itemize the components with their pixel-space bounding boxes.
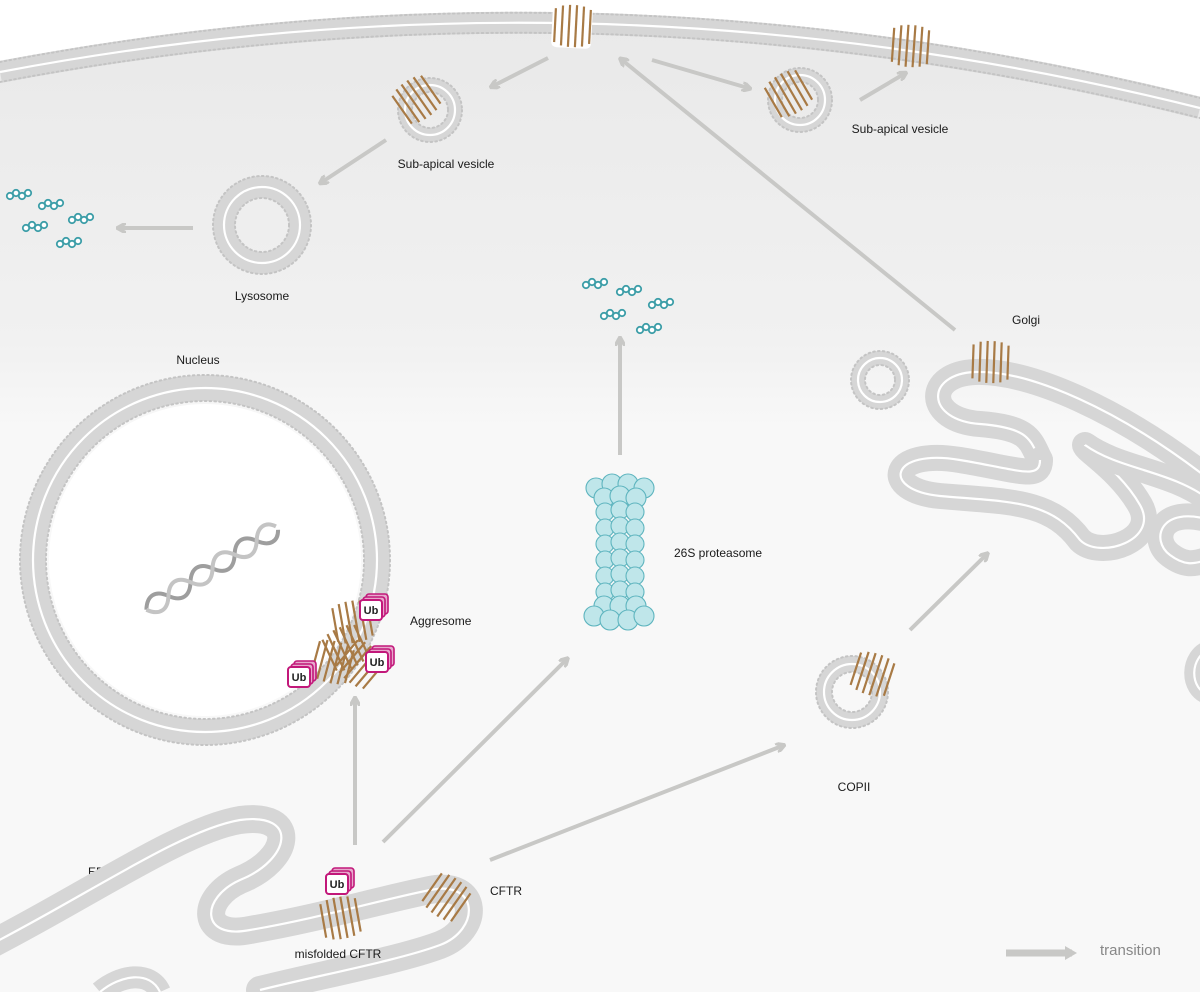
arrow-membrane-to-left-vesicle [493,56,549,86]
svg-text:Ub: Ub [364,605,379,617]
proteasome-26s [583,473,655,631]
transition-arrows [120,56,986,862]
arrow-membrane-to-right-vesicle [651,58,748,88]
lysosome [212,175,312,275]
legend-transition-label: transition [1100,942,1161,959]
plasma-membrane [0,11,1200,119]
arrow-er-to-proteasome [381,660,566,844]
arrow-vesicle-to-lysosome [322,138,388,182]
ub-tag: Ub [365,645,395,673]
label-sub-apical-vesicle-right: Sub-apical vesicle [852,122,949,136]
ub-tag: Ub [287,660,317,688]
label-sub-apical-vesicle-left: Sub-apical vesicle [398,157,495,171]
sub-apical-vesicle-left [388,71,463,143]
label-cftr: CFTR [490,884,522,898]
nucleus [19,374,391,746]
label-nucleus: Nucleus [176,353,219,367]
golgi-apparatus [850,339,1200,702]
copii-vesicle [815,647,897,729]
label-aggresome: Aggresome [410,614,472,628]
svg-text:Ub: Ub [292,672,307,684]
ub-tag: Ub [325,867,355,895]
endoplasmic-reticulum: Ub [0,805,483,997]
aggresome: Ub Ub Ub [287,593,395,693]
arrow-copii-to-golgi [908,555,986,632]
svg-text:Ub: Ub [330,879,345,891]
ub-tag: Ub [359,593,389,621]
label-golgi: Golgi [1012,313,1040,327]
arrow-golgi-to-membrane [622,60,957,332]
legend: transition [1006,942,1161,960]
label-lysosome: Lysosome [235,289,290,303]
arrow-right-vesicle-to-membrane [858,74,904,102]
label-misfolded-cftr: misfolded CFTR [295,947,382,961]
svg-text:Ub: Ub [370,657,385,669]
arrow-er-to-copii [489,746,782,862]
sub-apical-vesicle-right [761,65,833,133]
cftr-membrane-channel [551,3,593,50]
label-proteasome: 26S proteasome [674,546,762,560]
dna-helix [144,522,281,615]
label-copii: COPII [838,780,871,794]
